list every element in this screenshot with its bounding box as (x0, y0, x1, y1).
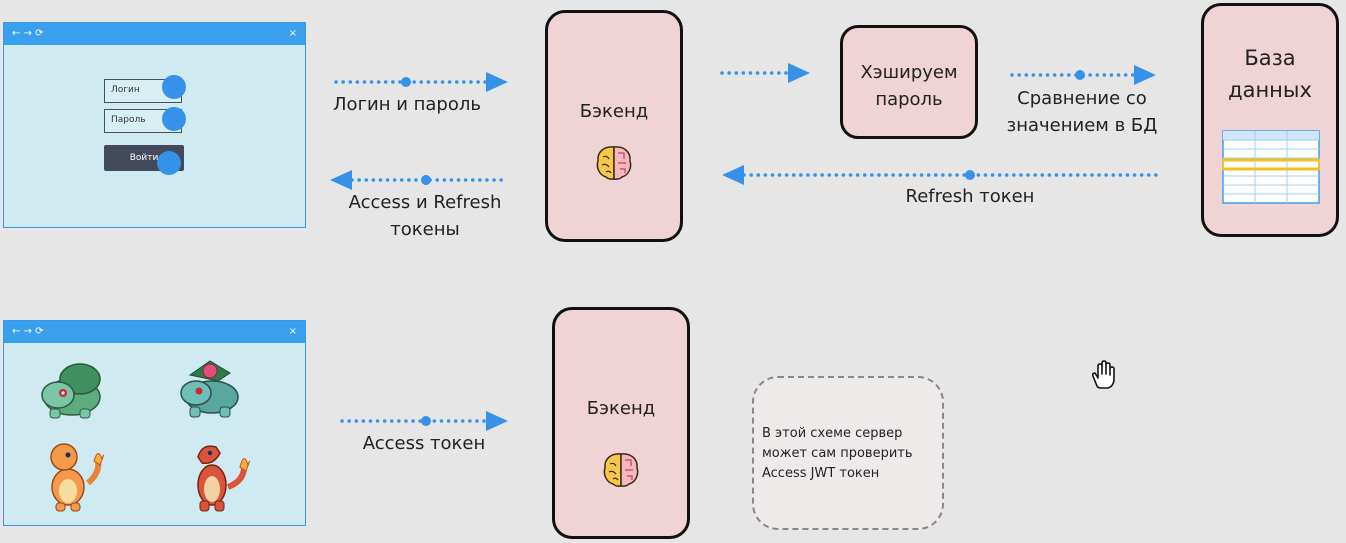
login-button-marker (157, 151, 181, 175)
db-label-line1: База (1244, 46, 1296, 70)
access-token-label: Access токен (362, 433, 486, 454)
arrow-refresh-head (722, 165, 744, 185)
tokens-label-line1: Access и Refresh (348, 192, 502, 213)
backend-box-bottom: Бэкенд (552, 307, 690, 539)
browser-toolbar: ← → ⟳ × (4, 23, 305, 45)
charmander-image (50, 443, 105, 512)
arrow-credentials-mid-dot (401, 77, 411, 87)
refresh-token-label: Refresh токен (905, 186, 1035, 207)
arrow-access-head (486, 411, 508, 431)
ivysaur-image (180, 360, 239, 418)
login-input-marker (162, 75, 186, 99)
compare-label-line2: значением в БД (1006, 115, 1158, 136)
browser-nav-icons[interactable]: ← → ⟳ (12, 28, 44, 39)
hash-label-line2: пароль (875, 89, 943, 110)
note-line1: В этой схеме сервер (762, 426, 903, 441)
hash-label-line1: Хэшируем (860, 62, 958, 83)
brain-icon (603, 453, 639, 487)
content-browser-window: ← → ⟳ × (3, 320, 306, 526)
backend-title: Бэкенд (586, 398, 656, 419)
arrow-tokens-mid-dot (421, 175, 431, 185)
close-icon[interactable]: × (288, 326, 297, 337)
credentials-label: Логин и пароль (333, 94, 481, 115)
close-icon[interactable]: × (288, 28, 297, 39)
backend-box-top: Бэкенд (545, 10, 683, 242)
arrow-tokens-head (330, 170, 352, 190)
database-table-icon (1222, 130, 1320, 204)
database-box: База данных (1201, 3, 1339, 237)
tokens-label-line2: токены (390, 219, 460, 240)
arrow-refresh-mid-dot (965, 170, 975, 180)
arrow-compare-head (1134, 65, 1156, 85)
hand-cursor-icon (1091, 360, 1115, 389)
note-line3: Access JWT токен (762, 466, 880, 481)
hash-password-box: Хэшируем пароль (840, 25, 978, 139)
login-button-label: Войти (129, 153, 159, 163)
bulbasaur-image (41, 363, 101, 419)
arrow-access-mid-dot (421, 416, 431, 426)
login-input-placeholder: Логин (111, 85, 140, 95)
login-browser-window: ← → ⟳ × Логин Пароль Войти (3, 22, 306, 228)
note-line2: может сам проверить (762, 446, 913, 461)
password-input-placeholder: Пароль (111, 115, 146, 125)
compare-label-line1: Сравнение со (1017, 88, 1147, 109)
password-input-marker (162, 107, 186, 131)
db-label-line2: данных (1228, 78, 1312, 102)
brain-icon (596, 146, 632, 180)
charmeleon-image (197, 445, 251, 512)
arrow-to-hash-head (788, 63, 810, 83)
arrow-credentials-head (486, 72, 508, 92)
jwt-note: В этой схеме сервер может сам проверить … (752, 376, 944, 530)
browser-nav-icons[interactable]: ← → ⟳ (12, 326, 44, 337)
backend-title: Бэкенд (579, 101, 649, 122)
arrow-compare-mid-dot (1075, 70, 1085, 80)
browser-toolbar: ← → ⟳ × (4, 321, 305, 343)
